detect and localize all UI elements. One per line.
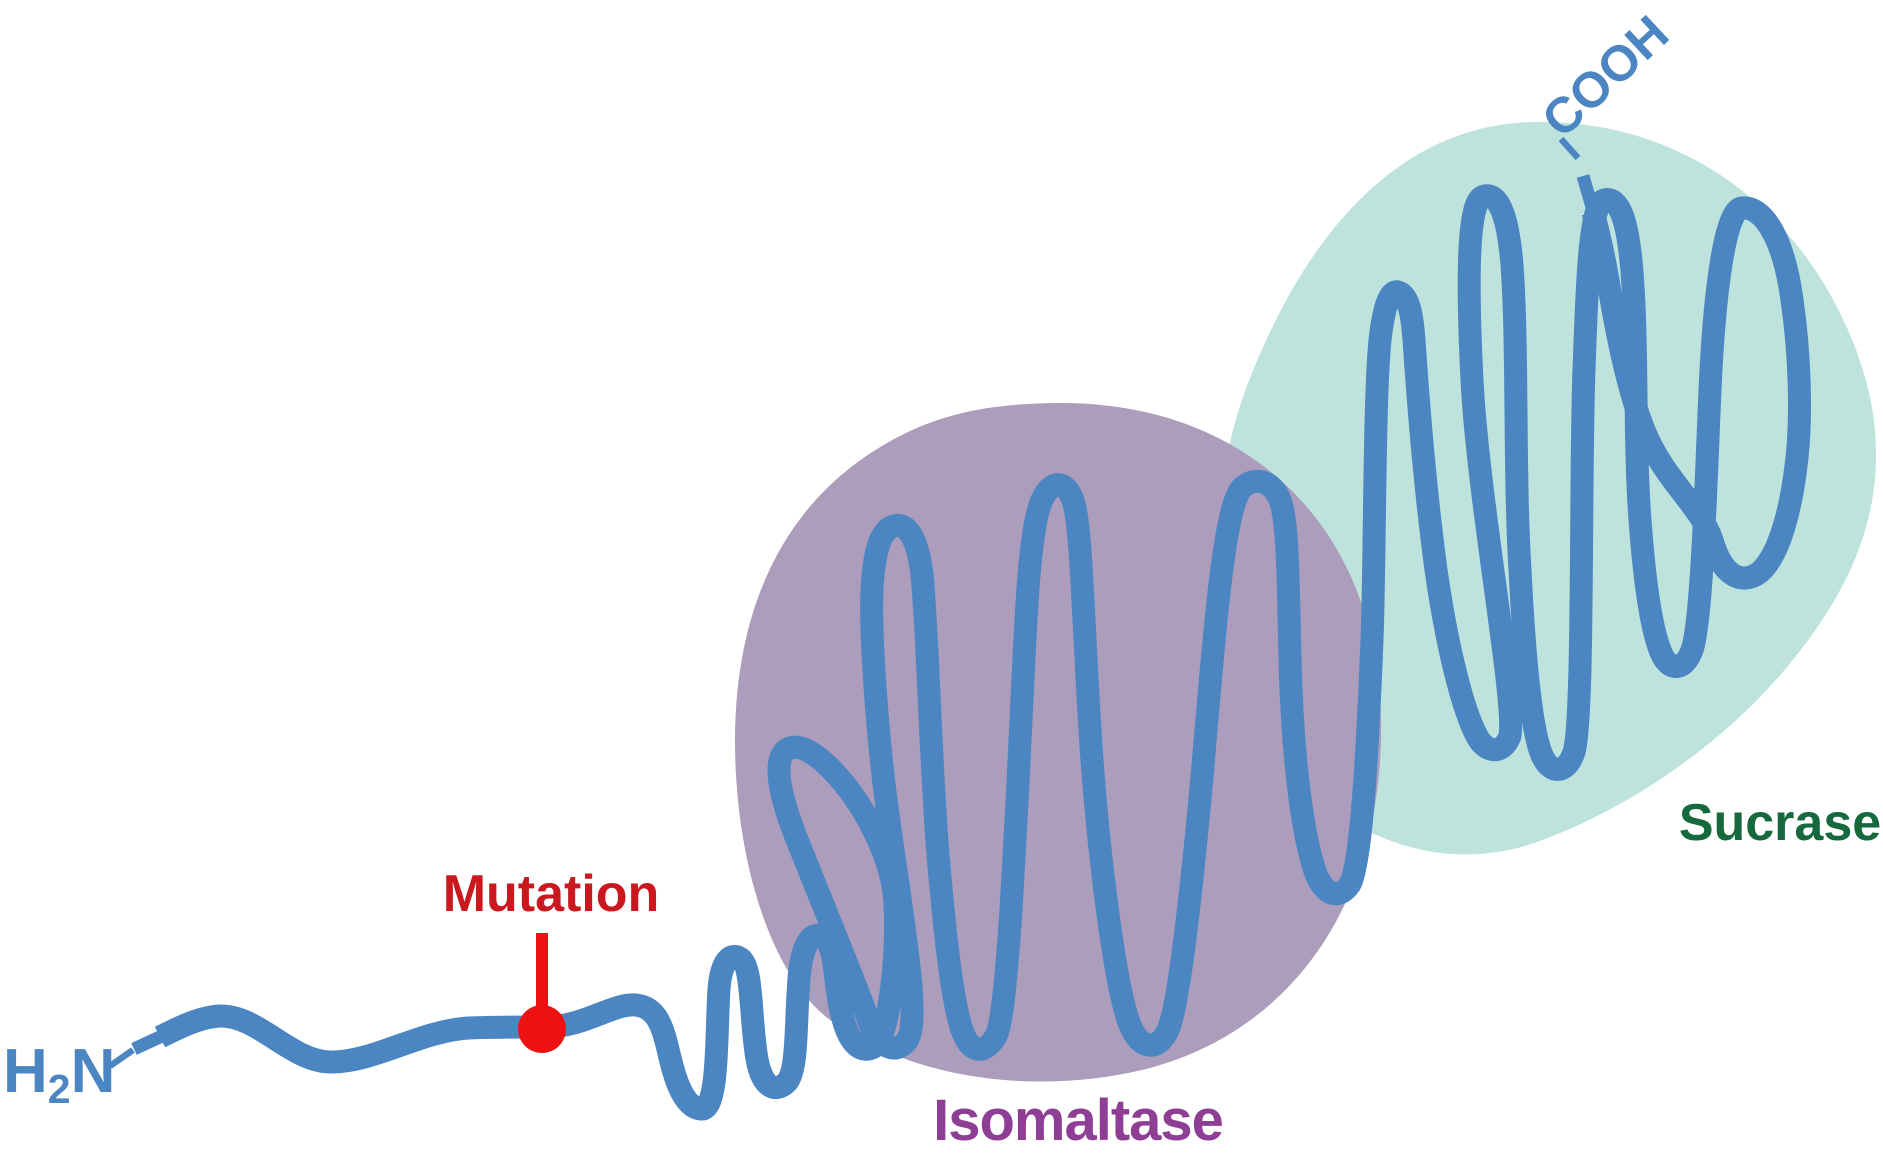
c-terminus-chain-stub [1576, 174, 1601, 216]
isomaltase-label: Isomaltase [933, 1088, 1223, 1153]
mutation-marker-dot [518, 1005, 566, 1053]
mutation-label: Mutation [443, 865, 660, 923]
n-terminus-connector-line [108, 1047, 135, 1069]
c-terminus-connector-line [1558, 136, 1581, 161]
n-terminus-label-n: N [71, 1037, 116, 1106]
sucrase-label: Sucrase [1679, 794, 1881, 852]
polypeptide-chain [154, 184, 1811, 1121]
n-terminus-label: H2N [3, 1037, 115, 1112]
c-terminus-label: COOH [1531, 5, 1679, 148]
n-terminus-label-subscript: 2 [48, 1066, 71, 1112]
n-terminus-label-h: H [3, 1037, 48, 1106]
n-terminus-chain-stub [131, 1030, 165, 1055]
